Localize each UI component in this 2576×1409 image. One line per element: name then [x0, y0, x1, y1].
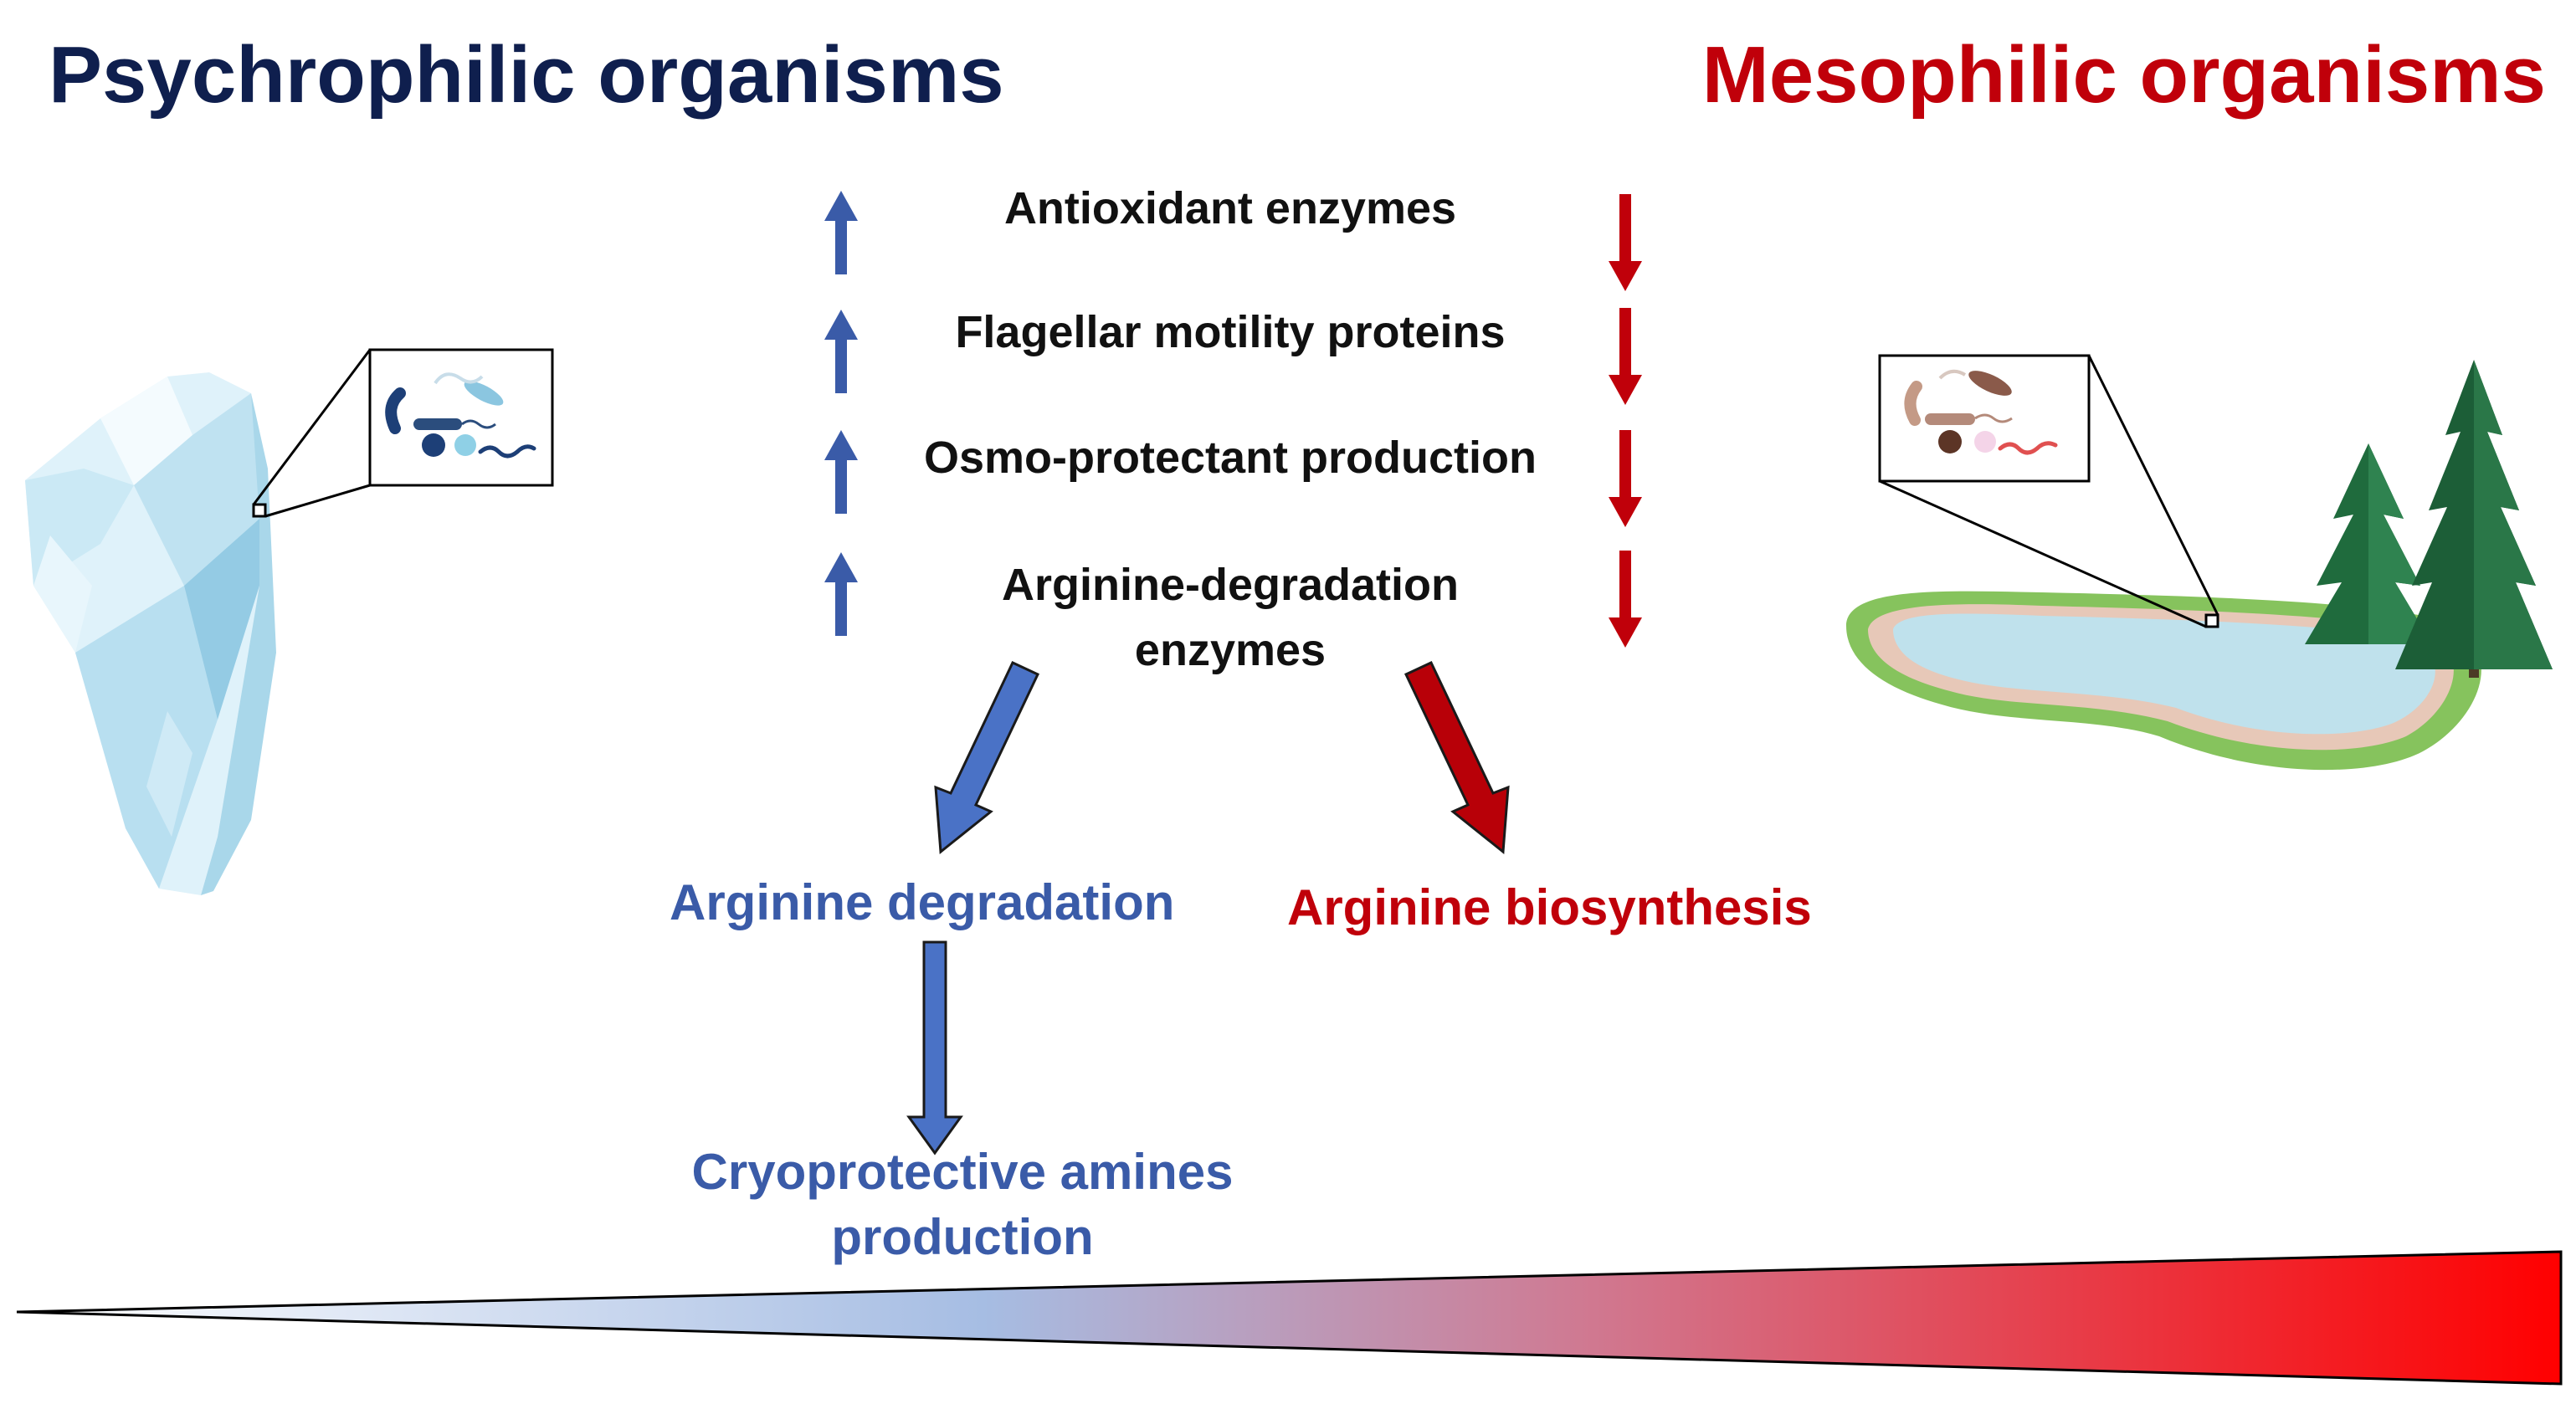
- pine-tree-icon: [2395, 360, 2553, 678]
- arrow-to-arginine-biosynthesis: [1403, 661, 1510, 854]
- arrow-to-arginine-degradation: [934, 661, 1040, 854]
- arginine-biosynthesis-label: Arginine biosynthesis: [1287, 879, 1812, 935]
- bacteria-brown-inset: [1878, 354, 2219, 628]
- pine-tree-icon: [2305, 443, 2432, 644]
- arrow-to-cryoprotective-amines: [906, 940, 963, 1155]
- effect-label: Antioxidant enzymes: [1003, 183, 1457, 233]
- effect-label: Flagellar motility proteins: [955, 307, 1506, 357]
- decrease-arrow-icon: [1609, 194, 1642, 291]
- decrease-arrow-icon: [1609, 308, 1642, 405]
- mesophilic-title: Mesophilic organisms: [1701, 30, 2546, 120]
- increase-arrow-icon: [824, 430, 858, 514]
- decrease-arrow-icon: [1609, 430, 1642, 527]
- increase-arrow-icon: [824, 552, 858, 636]
- increase-arrow-icon: [824, 310, 858, 393]
- effect-label: Osmo-protectant production: [924, 433, 1537, 483]
- effect-label: Arginine-degradation enzymes: [1001, 560, 1459, 675]
- bacteria-blue-inset: [252, 348, 554, 518]
- cryoprotective-amines-label: Cryoprotective amines production: [691, 1144, 1234, 1265]
- decrease-arrow-icon: [1609, 551, 1642, 648]
- increase-arrow-icon: [824, 191, 858, 274]
- arginine-degradation-label: Arginine degradation: [670, 874, 1175, 930]
- temperature-gradient-wedge: [16, 1250, 2563, 1386]
- psychrophilic-title: Psychrophilic organisms: [49, 30, 1004, 120]
- iceberg-icon: [25, 372, 276, 895]
